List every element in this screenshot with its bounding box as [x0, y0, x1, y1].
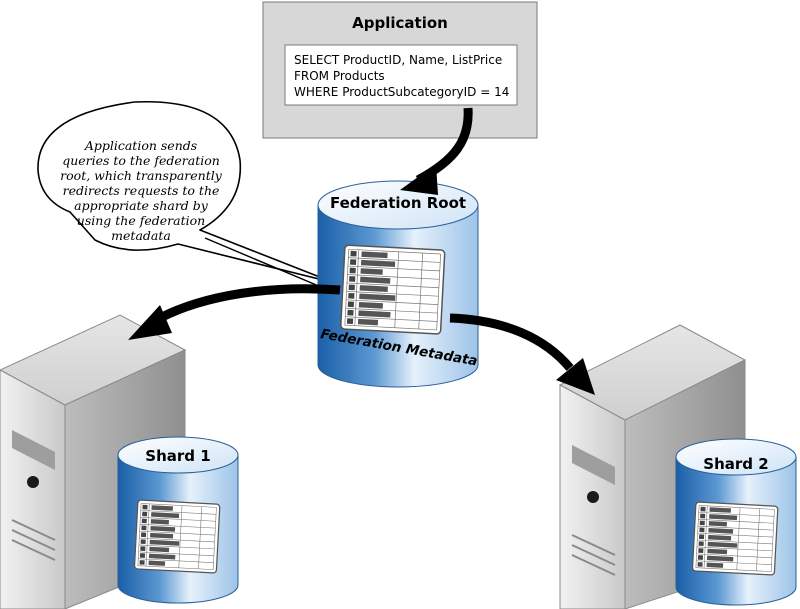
shard-table-icon	[691, 501, 779, 576]
shard-1-title: Shard 1	[145, 447, 210, 465]
callout-bubble: Application sends queries to the federat…	[37, 100, 341, 296]
callout-line-5: appropriate shard by	[74, 198, 209, 213]
power-button-icon	[587, 491, 599, 503]
application-box: Application SELECT ProductID, Name, List…	[262, 1, 538, 139]
callout-line-1: Application sends	[84, 138, 197, 153]
metadata-table-icon	[340, 244, 446, 335]
query-line-2: FROM Products	[294, 69, 385, 83]
shard-1-database: Shard 1	[117, 436, 239, 604]
arrow-root-to-shard-1	[128, 284, 341, 340]
callout-line-4: redirects requests to the	[63, 183, 220, 198]
federation-root-database: Federation Root Federation Metadata	[317, 180, 479, 388]
shard-2-title: Shard 2	[703, 455, 768, 473]
callout-line-6: using the federation	[77, 213, 205, 228]
shard-table-icon	[133, 499, 221, 574]
callout-line-3: root, which transparently	[60, 168, 223, 183]
application-title: Application	[352, 14, 448, 32]
query-line-1: SELECT ProductID, Name, ListPrice	[294, 53, 502, 67]
callout-line-2: queries to the federation	[62, 153, 220, 168]
arrow-root-to-shard-2	[449, 313, 595, 395]
power-button-icon	[27, 476, 39, 488]
query-line-3: WHERE ProductSubcategoryID = 14	[294, 85, 509, 99]
arrow-app-to-root	[400, 107, 473, 195]
query-box	[284, 44, 518, 106]
federation-root-title: Federation Root	[330, 194, 466, 212]
shard-2-database: Shard 2	[675, 438, 797, 606]
callout-line-7: metadata	[111, 228, 171, 243]
